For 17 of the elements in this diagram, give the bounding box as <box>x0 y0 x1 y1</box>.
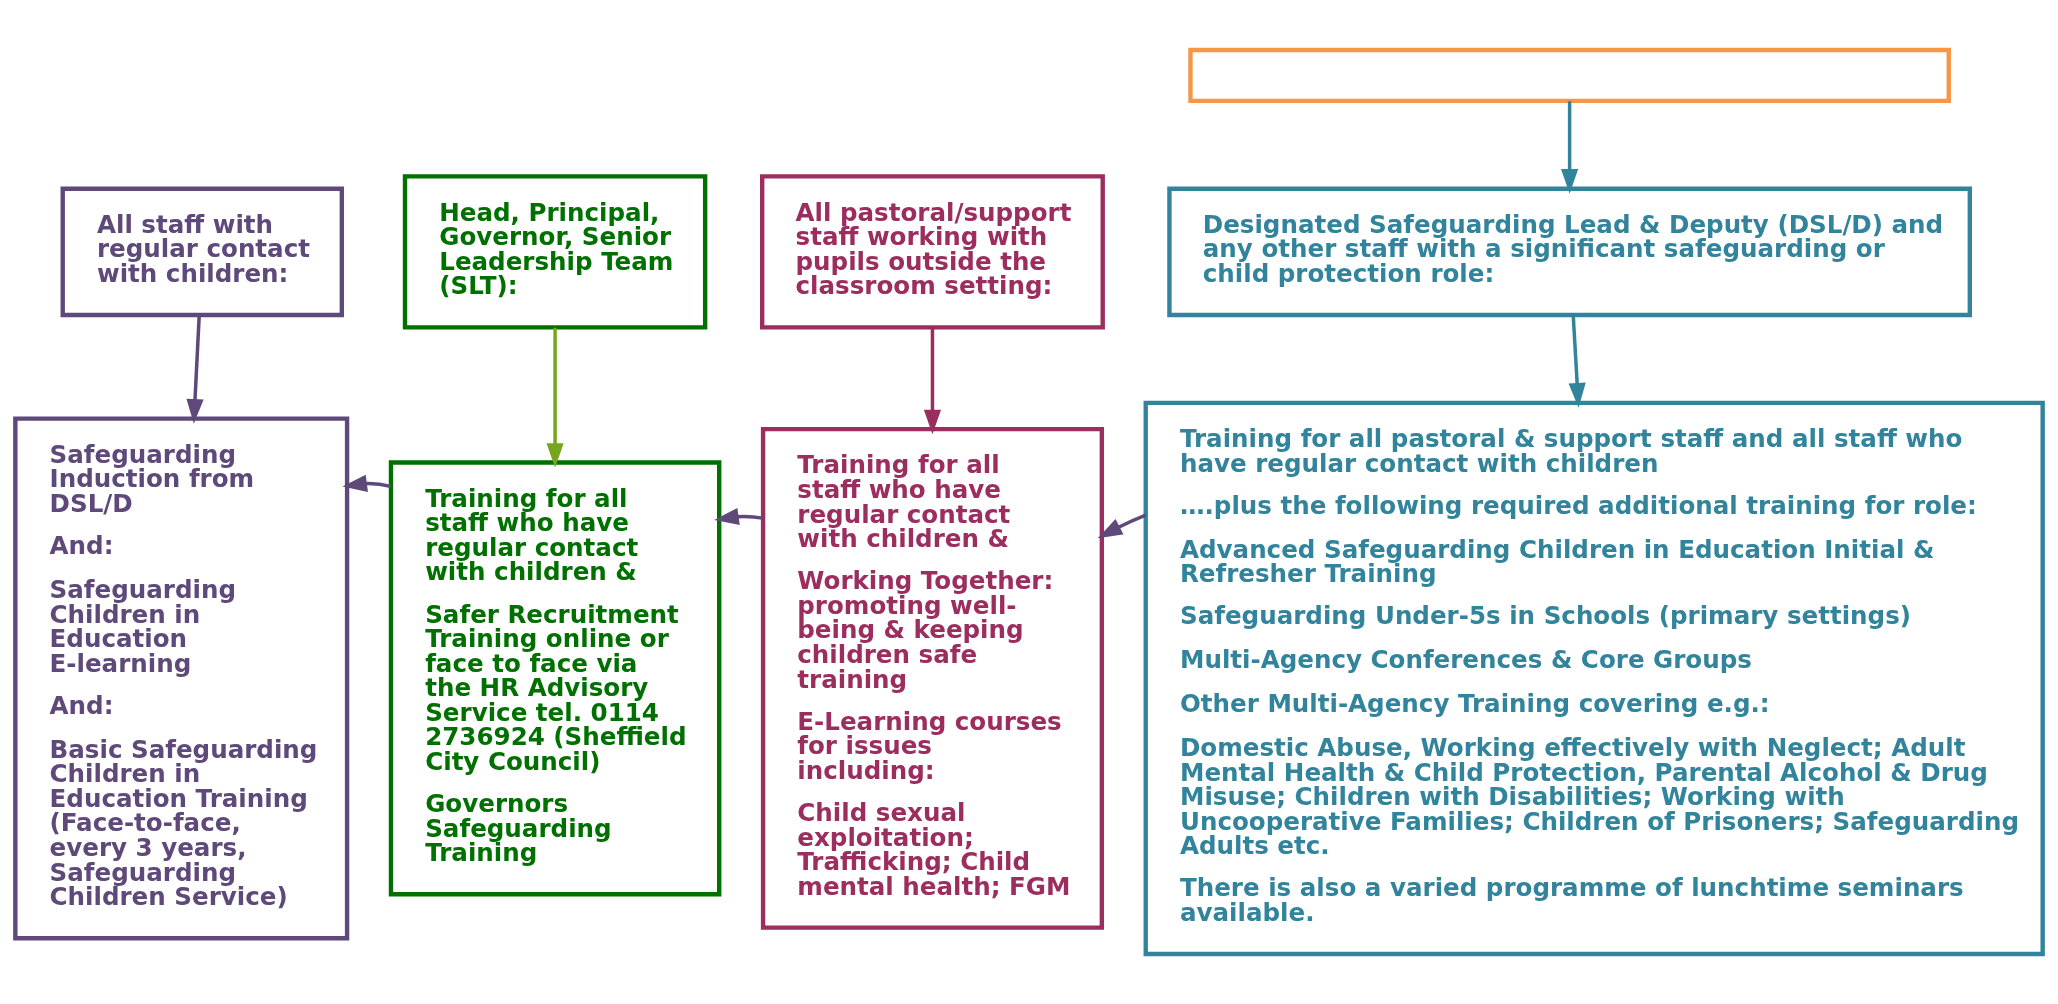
arrow <box>342 474 392 492</box>
node-box: Training for all pastoral & support staff and all staff who have regular contact with children ….plus the following required additional training for role: Advanced Safeguarding Children in Education Initial & Refresher Training Safeguarding Under-5s in Schools (primary settings) Multi-Agency Conferences & Core Groups Other Multi-Agency Training covering e.g.: Domestic Abuse, Working effectively with Neglect; Adult Mental Health & Child Protection, Parental Alcohol & Drug Misuse; Children with Disabilities; Working with Uncooperative Families; Children of Prisoners; Safeguarding Adults etc. There is also a varied programme of lunchtime seminars available. <box>1143 400 2045 957</box>
arrow <box>714 507 763 525</box>
node-box: Designated Safeguarding Lead & Deputy (DSL/D) and any other staff with a significant safeguarding or child protection role: <box>1167 186 1972 318</box>
arrow <box>1561 101 1579 194</box>
arrow <box>1568 315 1586 408</box>
arrow <box>546 327 564 468</box>
node-box: Safeguarding Induction from DSL/D And: Safeguarding Children in Education E-learning And: Basic Safeguarding Children in Education Training (Face-to-face, every 3 years, Safeguarding Children Service) <box>13 416 350 941</box>
node-box: Training for all staff who have regular contact with children & Safer Recruitment Training online or face to face via the HR Advisory Service tel. 0114 2736924 (Sheffield City Council) Governors Safeguarding Training <box>388 460 722 897</box>
node-box: Training for all staff who have regular contact with children & Working Together: promoting well-being & keeping children safe training E-Learning courses for issues including: Child sexual exploitation; Trafficking; Child mental health; FGM <box>760 426 1105 930</box>
arrow <box>186 315 204 424</box>
arrow <box>1097 513 1147 539</box>
arrow <box>923 327 942 435</box>
node-box: All staff with regular contact with children: <box>60 186 344 318</box>
node-box: All pastoral/support staff working with pupils outside the classroom setting: <box>760 174 1105 330</box>
node-box <box>1188 47 1951 104</box>
node-box: Head, Principal, Governor, Senior Leadership Team (SLT): <box>402 174 708 330</box>
